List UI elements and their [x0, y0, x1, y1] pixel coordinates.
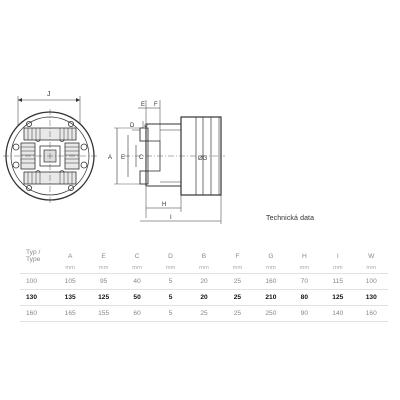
cell: 135 — [53, 289, 87, 306]
cell: 130 — [354, 289, 388, 306]
front-view — [3, 96, 97, 203]
spec-table-units-row: mm mm mm mm mm mm mm mm mm mm — [20, 263, 388, 274]
technical-drawing: J — [3, 91, 225, 224]
cell: 160 — [354, 305, 388, 322]
cell: 50 — [120, 289, 154, 306]
unit-cell — [20, 263, 54, 274]
unit-cell: mm — [220, 263, 255, 274]
col-header-b: B — [201, 252, 207, 260]
cell: 70 — [287, 273, 322, 290]
col-header-type: Typ / Type — [26, 249, 41, 263]
cell: 5 — [153, 289, 188, 306]
col-header-a: A — [67, 252, 73, 260]
cell: 140 — [321, 305, 355, 322]
dim-label-w: W — [144, 123, 148, 128]
cell: 60 — [120, 305, 154, 322]
table-row: 130 135 125 50 5 20 25 210 80 125 130 — [20, 289, 388, 306]
cell: 105 — [53, 273, 87, 290]
side-view — [114, 100, 225, 224]
col-header-h: H — [301, 252, 307, 260]
cell-type: 130 — [20, 289, 54, 306]
dim-label-j: J — [47, 91, 51, 98]
cell: 125 — [86, 289, 121, 306]
spec-table: Typ / Type A E C D B F G H I W mm mm mm … — [20, 249, 388, 322]
unit-cell: mm — [287, 263, 322, 274]
unit-cell: mm — [354, 263, 388, 274]
col-header-e: E — [101, 252, 106, 260]
col-header-f: F — [235, 252, 240, 260]
dim-label-e-left: E — [121, 155, 125, 161]
unit-cell: mm — [187, 263, 221, 274]
table-row: 160 165 155 60 5 25 25 250 90 140 160 — [20, 305, 388, 322]
unit-cell: mm — [153, 263, 188, 274]
cell: 100 — [354, 273, 388, 290]
cell: 115 — [321, 273, 355, 290]
cell: 5 — [153, 273, 188, 290]
unit-cell: mm — [86, 263, 121, 274]
cell: 25 — [187, 305, 221, 322]
technical-data-caption: Technická data — [266, 215, 315, 222]
col-header-d: D — [168, 252, 173, 260]
unit-cell: mm — [254, 263, 288, 274]
unit-cell: mm — [120, 263, 154, 274]
unit-cell: mm — [53, 263, 87, 274]
cell: 20 — [187, 273, 221, 290]
spec-table-header-row: Typ / Type A E C D B F G H I W — [20, 249, 388, 263]
cell-type: 100 — [20, 273, 54, 290]
cell: 210 — [254, 289, 288, 306]
cell: 80 — [287, 289, 322, 306]
dim-label-i: I — [170, 215, 172, 221]
cell: 165 — [53, 305, 87, 322]
cell: 25 — [220, 289, 255, 306]
cell: 155 — [86, 305, 121, 322]
dim-label-h: H — [162, 202, 166, 208]
cell: 20 — [187, 289, 221, 306]
cell-type: 160 — [20, 305, 54, 322]
unit-cell: mm — [321, 263, 355, 274]
cell: 160 — [254, 273, 288, 290]
cell: 25 — [220, 305, 255, 322]
col-header-c: C — [134, 252, 140, 260]
cell: 95 — [86, 273, 121, 290]
cell: 90 — [287, 305, 322, 322]
col-header-w: W — [368, 252, 375, 260]
cell: 40 — [120, 273, 154, 290]
table-row: 100 105 95 40 5 20 25 160 70 115 100 — [20, 273, 388, 290]
col-header-i: I — [336, 252, 339, 260]
cell: 25 — [220, 273, 255, 290]
cell: 5 — [153, 305, 188, 322]
col-header-g: G — [268, 252, 274, 260]
dim-label-a: A — [108, 155, 112, 161]
dim-label-d: D — [130, 123, 135, 129]
cell: 125 — [321, 289, 355, 306]
dim-label-e-top: E — [141, 102, 145, 108]
cell: 250 — [254, 305, 288, 322]
dim-label-f-top: F — [154, 102, 158, 108]
dim-label-c: C — [139, 155, 144, 161]
dim-label-g: ØG — [198, 156, 208, 162]
